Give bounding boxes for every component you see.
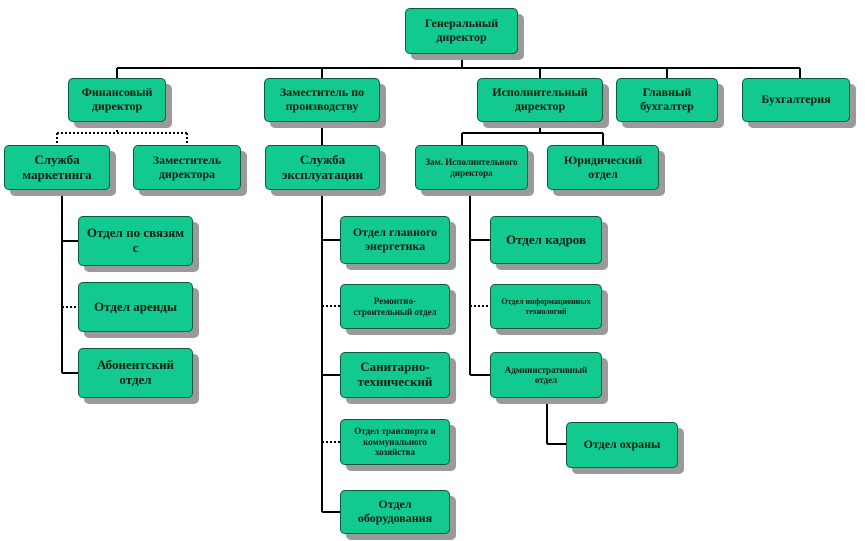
deputy-production-box: Заместитель по производству [264,78,380,122]
sanitary-technical-box: Санитарно-технический [340,352,450,398]
deputy-director-box: Заместитель директора [133,145,241,190]
it-dept-box: Отдел информационных технологий [490,284,602,329]
operations-service-box: Служба эксплуатации [265,145,380,190]
chief-accountant-box: Главный бухгалтер [616,78,718,122]
accounting-box: Бухгалтерия [742,78,850,122]
legal-department-box: Юридический отдел [547,145,659,190]
executive-director-box: Исполнительный директор [477,78,603,122]
marketing-service-box: Служба маркетинга [4,145,110,190]
repair-construction-dept-box: Ремонтно-строительный отдел [340,284,450,329]
equipment-dept-box: Отдел оборудования [340,490,450,534]
finance-director-box: Финансовый директор [68,78,166,122]
deputy-executive-director-box: Зам. Исполнительного директора [415,145,528,190]
security-dept-box: Отдел охраны [566,422,678,468]
transport-utility-dept-box: Отдел транспорта и коммунального хозяйст… [340,419,450,465]
ceo-box: Генеральный директор [405,8,518,54]
admin-dept-box: Административный отдел [490,352,602,398]
communications-dept-box: Отдел по связям с [78,216,193,266]
subscriber-dept-box: Абонентский отдел [78,348,193,398]
rent-dept-box: Отдел аренды [78,282,193,332]
chief-power-engineer-dept-box: Отдел главного энергетика [340,216,450,264]
hr-dept-box: Отдел кадров [490,216,602,264]
